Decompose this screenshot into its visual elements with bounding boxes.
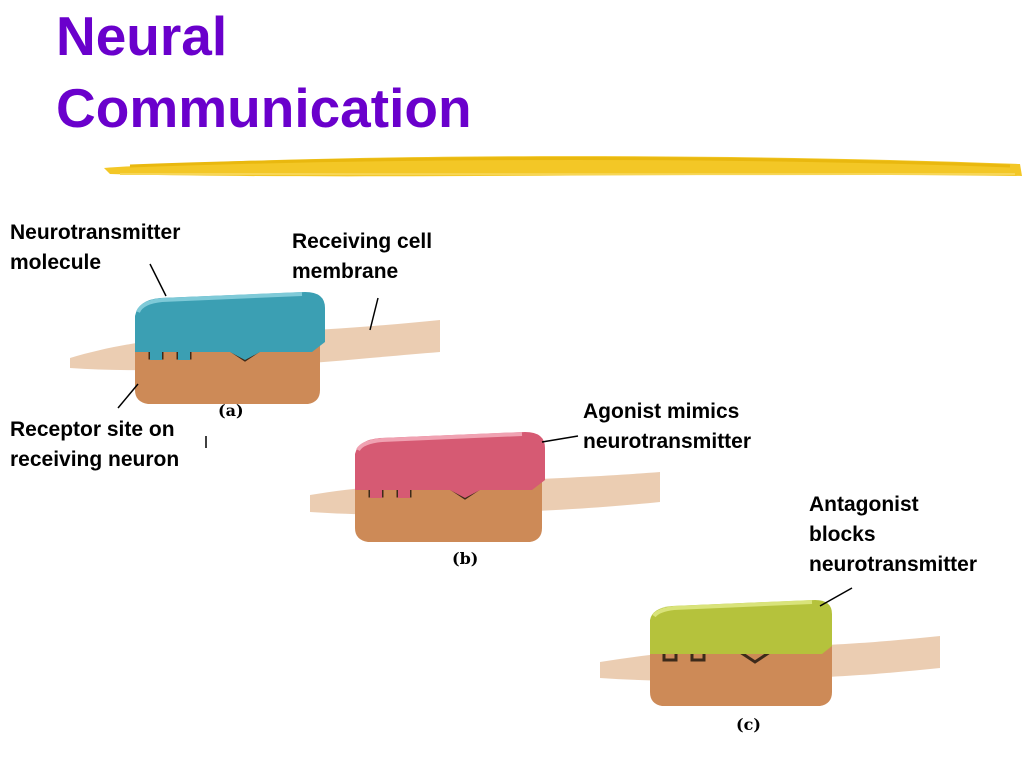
label-agonist: Agonist mimics neurotransmitter [583, 400, 752, 453]
figure-c: (c) [600, 600, 940, 734]
caption-b: (b) [452, 549, 478, 568]
label-antagonist: Antagonist blocks neurotransmitter [809, 493, 978, 576]
caption-c: (c) [736, 715, 761, 734]
figure-a: (a) [70, 292, 440, 420]
label-receptor-site: Receptor site on receiving neuron [10, 418, 180, 471]
receptor-c [650, 642, 832, 706]
antagonist-c [650, 600, 832, 654]
agonist-b [355, 432, 545, 498]
neurotransmitter-a [135, 292, 325, 360]
caption-a: (a) [218, 401, 244, 420]
label-neurotransmitter-molecule: Neurotransmitter molecule [10, 221, 181, 274]
page-title: Neural Communication [56, 0, 472, 144]
figure-b: (b) [310, 432, 660, 568]
label-receiving-cell-membrane: Receiving cell membrane [292, 230, 433, 283]
highlight-stroke [104, 156, 1022, 177]
title-line-1: Neural [56, 5, 228, 67]
title-line-2: Communication [56, 77, 472, 139]
